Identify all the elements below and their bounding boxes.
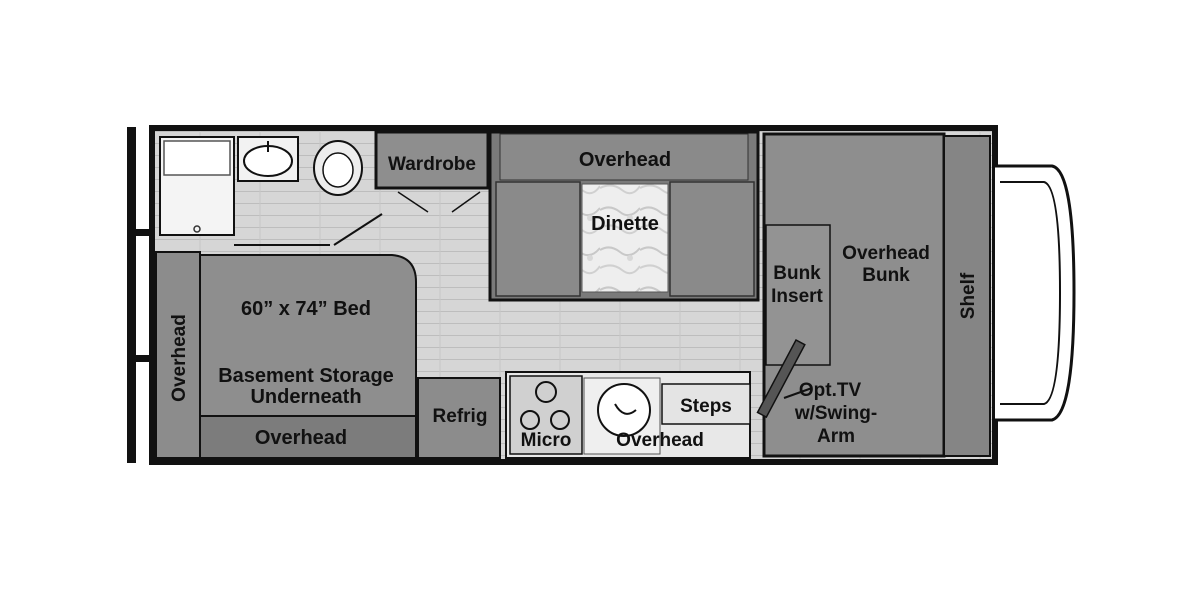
galley-overhead-label: Overhead (616, 430, 704, 451)
bunk-insert-label-2: Insert (771, 286, 823, 307)
dinette-table (581, 183, 669, 293)
shower-drain (193, 225, 201, 233)
rear-bumper (127, 127, 136, 463)
shelf (943, 135, 991, 457)
rear-overhead-left-label: Overhead (169, 314, 190, 402)
burner-icon-2 (520, 410, 540, 430)
refrig-label: Refrig (433, 406, 488, 427)
rear-overhead-bottom (199, 415, 417, 459)
rear-step-upper (136, 229, 154, 236)
shower-pan (163, 140, 231, 176)
burner-icon-3 (550, 410, 570, 430)
dinette-overhead-label: Overhead (579, 149, 671, 171)
tv-label-2: w/Swing- (794, 403, 877, 424)
overhead-bunk-label-2: Bunk (862, 265, 910, 286)
dinette-overhead-top (499, 133, 749, 181)
rear-step-lower (136, 355, 154, 362)
overhead-bunk-label: Overhead (842, 243, 930, 264)
cab-windshield-inner (1000, 181, 1062, 405)
burner-icon-1 (535, 381, 557, 403)
dinette-label: Dinette (591, 213, 659, 235)
basement-storage-label-2: Underneath (250, 386, 361, 408)
galley-sink-icon (597, 383, 651, 437)
bath-door-icon (333, 213, 383, 246)
toilet-bowl-icon (322, 152, 354, 188)
wardrobe-label: Wardrobe (388, 154, 476, 175)
entry-steps (661, 383, 751, 425)
steps-label: Steps (680, 396, 732, 417)
overhead-bunk (762, 132, 946, 458)
rear-overhead-bottom-label: Overhead (255, 427, 347, 449)
cab-windshield (995, 164, 1076, 422)
micro-label: Micro (521, 430, 572, 451)
bed (199, 254, 417, 417)
bunk-insert-label: Bunk (773, 263, 821, 284)
wardrobe-door-left (397, 191, 429, 213)
tv-icon (756, 338, 806, 419)
refrigerator (417, 377, 501, 459)
galley-faucet-icon (614, 403, 637, 415)
basement-storage-label: Basement Storage (218, 365, 394, 387)
dinette-seat-left (495, 181, 581, 297)
tv-label-3: Arm (817, 426, 855, 447)
dinette-seat-right (669, 181, 755, 297)
tv-swing-arm (783, 387, 813, 399)
wardrobe-door-right (451, 191, 481, 213)
shelf-label: Shelf (958, 272, 979, 319)
bed-size-label: 60” x 74” Bed (241, 298, 371, 320)
tv-label: Opt.TV (799, 380, 862, 401)
wardrobe-cabinet (374, 130, 490, 190)
